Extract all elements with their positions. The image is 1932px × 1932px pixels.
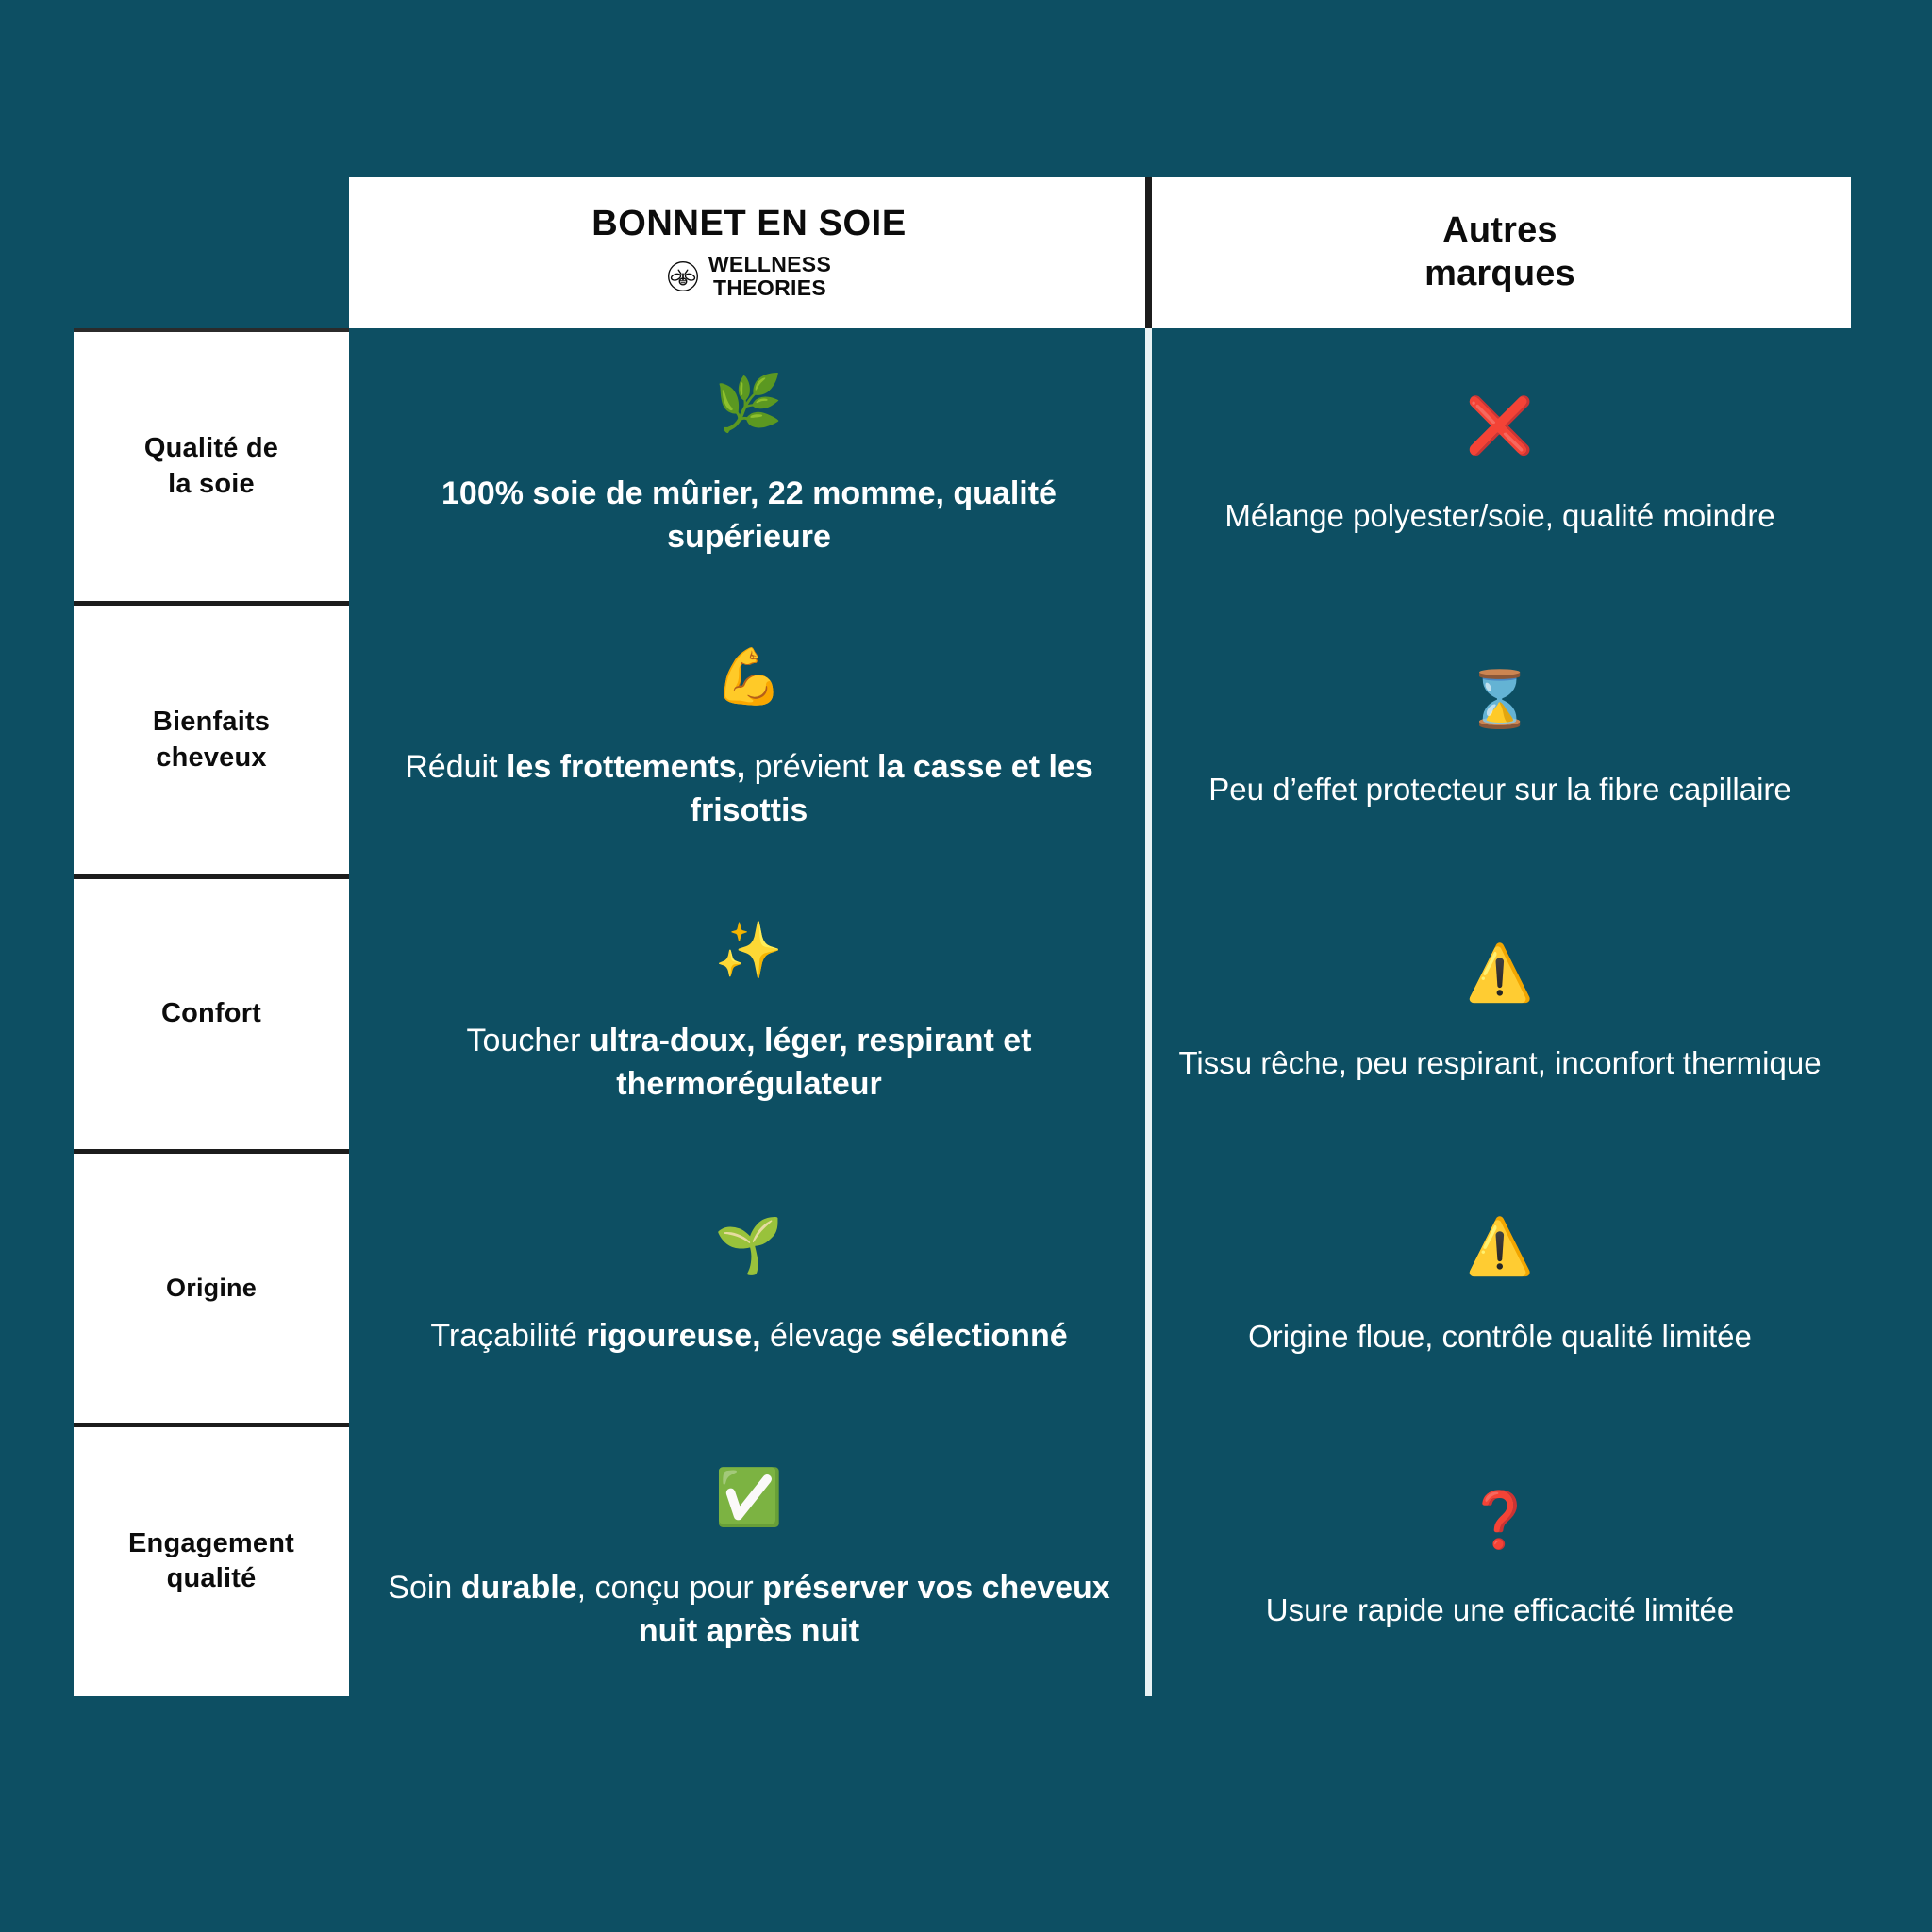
row-label-line-1: Engagement bbox=[127, 1527, 295, 1558]
red-cross-mark-icon: ❌ bbox=[1465, 394, 1535, 457]
product-cell-text: Réduit les frottements, prévient la cass… bbox=[405, 749, 1093, 828]
row-label-qualite-de-la-soie: Qualité de la soie bbox=[74, 328, 349, 602]
competitor-cell-text: Tissu rêche, peu respirant, inconfort th… bbox=[1178, 1044, 1822, 1080]
row-label-confort: Confort bbox=[74, 874, 349, 1149]
green-check-mark-icon: ✅ bbox=[714, 1467, 784, 1529]
hourglass-icon: ⌛ bbox=[1465, 668, 1535, 730]
row-label-origine: Origine bbox=[74, 1148, 349, 1423]
seedling-icon: 🌱 bbox=[714, 1215, 784, 1277]
competitor-cell-engagement-qualite: ❓ Usure rapide une efficacité limitée bbox=[1149, 1423, 1851, 1696]
brand-wordmark: WELLNESS THEORIES bbox=[708, 251, 832, 302]
product-cell-bienfaits-cheveux: 💪 Réduit les frottements, prévient la ca… bbox=[349, 602, 1149, 875]
product-cell-text: Toucher ultra-doux, léger, respirant et … bbox=[466, 1023, 1032, 1102]
row-label-line-1: Bienfaits bbox=[152, 707, 271, 738]
product-column: 🌿 100% soie de mûrier, 22 momme, qualité… bbox=[349, 328, 1149, 1696]
competitor-cell-text: Origine floue, contrôle qualité limitée bbox=[1248, 1318, 1752, 1354]
table-header: BONNET EN SOIE WELLNESS THEORIES bbox=[349, 177, 1851, 328]
competitor-cell-confort: ⚠️ Tissu rêche, peu respirant, inconfort… bbox=[1149, 875, 1851, 1149]
flexed-biceps-icon: 💪 bbox=[714, 646, 784, 708]
competitor-column: ❌ Mélange polyester/soie, qualité moindr… bbox=[1149, 328, 1851, 1696]
row-label-line-2: la soie bbox=[168, 468, 255, 499]
brand-lockup: WELLNESS THEORIES bbox=[667, 251, 832, 302]
competitor-title-line-1: Autres bbox=[1442, 210, 1557, 251]
product-cell-confort: ✨ Toucher ultra-doux, léger, respirant e… bbox=[349, 875, 1149, 1149]
header-competitor-column: Autres marques bbox=[1149, 177, 1851, 328]
row-label-line-2: cheveux bbox=[156, 741, 267, 773]
competitor-cell-qualite-de-la-soie: ❌ Mélange polyester/soie, qualité moindr… bbox=[1149, 328, 1851, 602]
row-label-line-1: Origine bbox=[166, 1273, 257, 1302]
herb-leaf-icon: 🌿 bbox=[714, 373, 784, 435]
row-label-bienfaits-cheveux: Bienfaits cheveux bbox=[74, 601, 349, 875]
warning-triangle-icon: ⚠️ bbox=[1465, 1215, 1535, 1277]
row-label-line-2: qualité bbox=[166, 1563, 257, 1594]
competitor-cell-text: Peu d’effet protecteur sur la fibre capi… bbox=[1208, 771, 1791, 807]
product-cell-origine: 🌱 Traçabilité rigoureuse, élevage sélect… bbox=[349, 1149, 1149, 1423]
bee-logo-icon bbox=[667, 260, 699, 292]
competitor-cell-text: Usure rapide une efficacité limitée bbox=[1265, 1591, 1735, 1627]
warning-triangle-icon: ⚠️ bbox=[1465, 941, 1535, 1004]
product-cell-qualite-de-la-soie: 🌿 100% soie de mûrier, 22 momme, qualité… bbox=[349, 328, 1149, 602]
comparison-body: 🌿 100% soie de mûrier, 22 momme, qualité… bbox=[349, 328, 1851, 1696]
header-product-column: BONNET EN SOIE WELLNESS THEORIES bbox=[349, 177, 1149, 328]
header-column-divider bbox=[1145, 177, 1152, 328]
competitor-column-title: Autres marques bbox=[1424, 209, 1575, 295]
row-label-line-1: Qualité de bbox=[143, 432, 279, 463]
product-cell-text: Soin durable, conçu pour préserver vos c… bbox=[388, 1570, 1110, 1649]
red-question-mark-icon: ❓ bbox=[1465, 1489, 1535, 1551]
product-cell-engagement-qualite: ✅ Soin durable, conçu pour préserver vos… bbox=[349, 1423, 1149, 1696]
sparkles-icon: ✨ bbox=[714, 920, 784, 982]
competitor-cell-text: Mélange polyester/soie, qualité moindre bbox=[1224, 497, 1775, 533]
row-label-column: Qualité de la soie Bienfaits cheveux Con… bbox=[74, 328, 349, 1697]
body-column-divider bbox=[1145, 328, 1152, 1696]
competitor-title-line-2: marques bbox=[1424, 254, 1575, 293]
row-label-engagement-qualite: Engagement qualité bbox=[74, 1422, 349, 1697]
product-cell-text: 100% soie de mûrier, 22 momme, qualité s… bbox=[441, 475, 1057, 555]
product-column-title: BONNET EN SOIE bbox=[591, 203, 907, 243]
brand-word-line-2: THEORIES bbox=[713, 275, 826, 301]
competitor-cell-origine: ⚠️ Origine floue, contrôle qualité limit… bbox=[1149, 1149, 1851, 1423]
brand-word-line-1: WELLNESS bbox=[708, 251, 832, 276]
product-cell-text: Traçabilité rigoureuse, élevage sélectio… bbox=[430, 1318, 1068, 1355]
competitor-cell-bienfaits-cheveux: ⌛ Peu d’effet protecteur sur la fibre ca… bbox=[1149, 602, 1851, 875]
row-label-line-1: Confort bbox=[160, 998, 262, 1029]
